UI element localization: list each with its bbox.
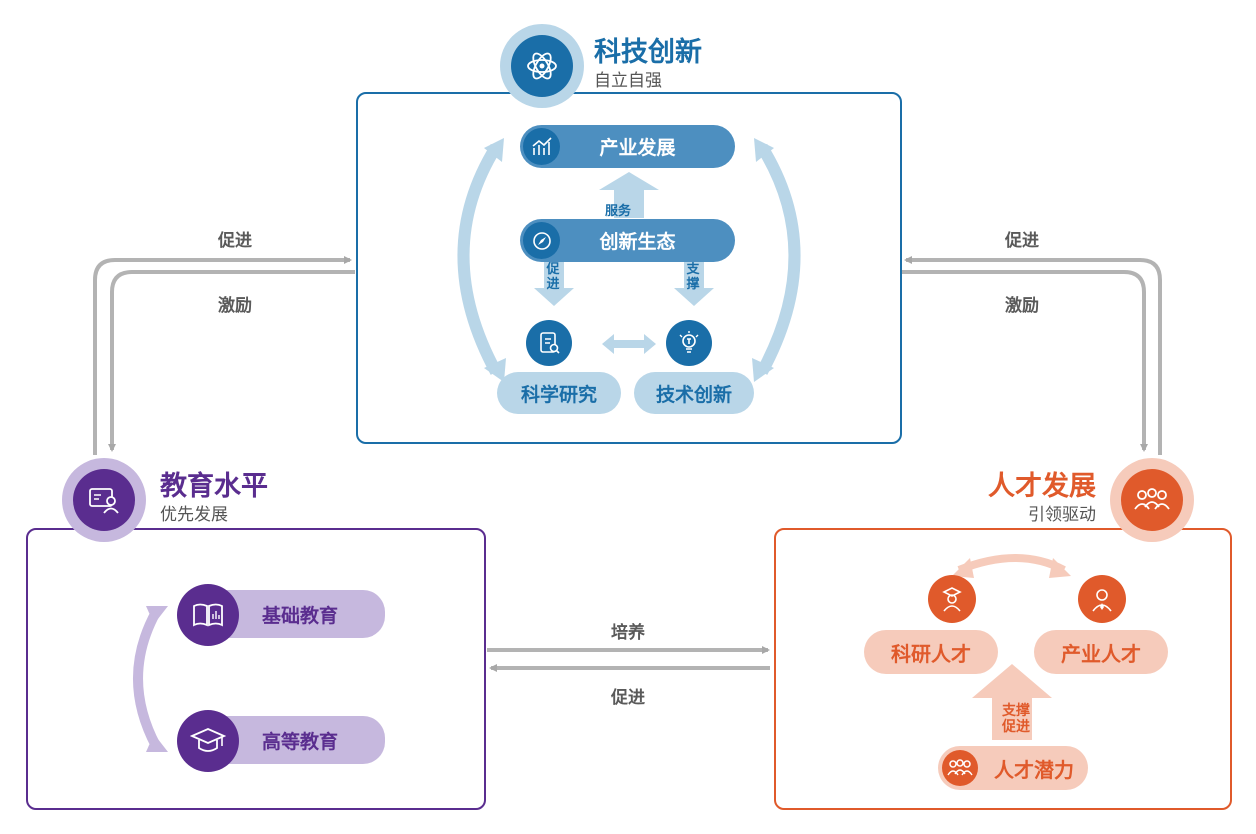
person-icon xyxy=(1078,575,1126,623)
label-promote-text: 促进 xyxy=(546,262,560,292)
pill-research-talent: 科研人才 xyxy=(864,630,998,674)
label-left-motivate: 激励 xyxy=(218,296,252,316)
pill-ecosystem: 创新生态 xyxy=(520,219,735,262)
label-promote-vertical: 促进 xyxy=(546,262,562,292)
label-promote: 促进 xyxy=(1002,719,1030,735)
group-icon xyxy=(942,750,978,786)
lightbulb-icon xyxy=(666,320,712,366)
book-icon xyxy=(177,584,239,646)
label-bottom-promote: 促进 xyxy=(611,688,645,708)
label-support: 支撑 xyxy=(1002,703,1030,719)
science-subtitle: 自立自强 xyxy=(594,71,662,91)
teaching-icon xyxy=(73,469,135,531)
ecosystem-label: 创新生态 xyxy=(599,231,676,253)
science-title: 科技创新 xyxy=(594,37,702,68)
science-inner-arrows xyxy=(457,138,801,382)
label-serve: 服务 xyxy=(605,204,632,219)
industry-label: 产业发展 xyxy=(599,137,676,159)
atom-icon xyxy=(511,35,573,97)
arrow-science-to-edu xyxy=(108,270,355,452)
arrow-talent-to-science xyxy=(904,256,1162,455)
talent-title: 人才发展 xyxy=(988,471,1096,502)
talent-subtitle: 引领驱动 xyxy=(1028,505,1096,525)
people-icon xyxy=(1121,469,1183,531)
label-support-promote: 支撑 促进 xyxy=(998,703,1034,735)
label-support-text: 支撑 xyxy=(686,262,700,292)
education-curved-arrow xyxy=(133,606,168,752)
potential-label: 人才潜力 xyxy=(994,757,1074,782)
compass-icon xyxy=(523,222,560,259)
label-support-vertical: 支撑 xyxy=(686,262,702,292)
talent-badge xyxy=(1110,458,1194,542)
education-badge xyxy=(62,458,146,542)
label-left-promote: 促进 xyxy=(218,231,252,251)
arrow-science-to-talent xyxy=(902,270,1148,452)
science-badge xyxy=(500,24,584,108)
education-panel xyxy=(26,528,486,810)
pill-industry-talent: 产业人才 xyxy=(1034,630,1168,674)
label-right-promote: 促进 xyxy=(1005,231,1039,251)
graduation-cap-icon xyxy=(177,710,239,772)
basic-education-label: 基础教育 xyxy=(262,604,339,627)
education-subtitle: 优先发展 xyxy=(160,505,228,525)
pill-research: 科学研究 xyxy=(497,372,621,414)
pill-industry: 产业发展 xyxy=(520,125,735,168)
arrow-edu-to-science xyxy=(93,256,352,455)
scholar-icon xyxy=(928,575,976,623)
label-right-motivate: 激励 xyxy=(1005,296,1039,316)
chart-icon xyxy=(523,128,560,165)
talent-inner-arrows xyxy=(952,554,1071,740)
education-title: 教育水平 xyxy=(160,471,268,502)
label-cultivate: 培养 xyxy=(611,623,645,643)
research-doc-icon xyxy=(526,320,572,366)
higher-education-label: 高等教育 xyxy=(262,730,339,753)
pill-tech: 技术创新 xyxy=(634,372,754,414)
